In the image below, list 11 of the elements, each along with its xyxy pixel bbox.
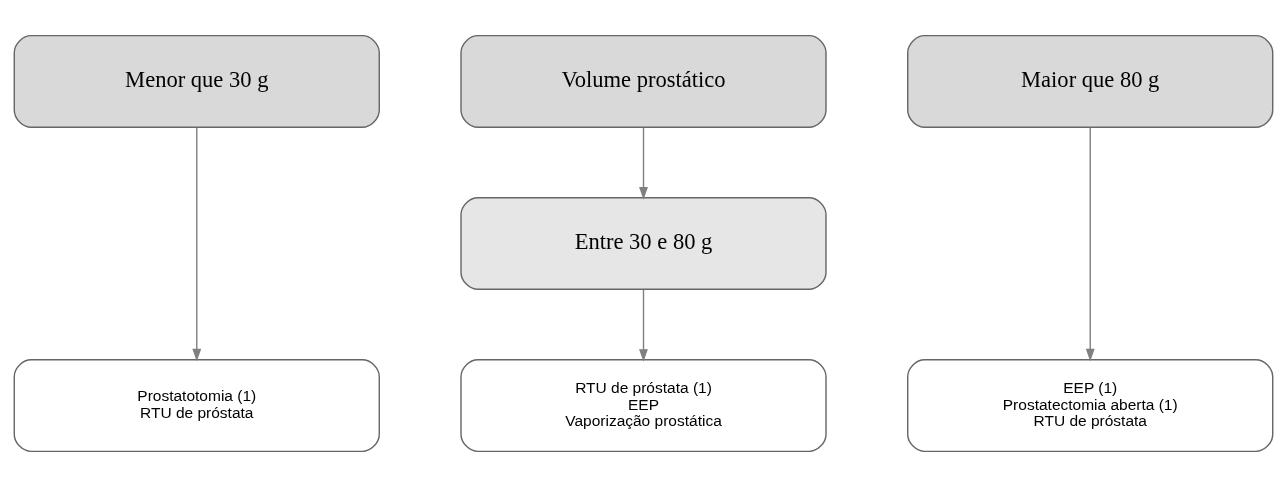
- node-box: Maior que 80 g: [907, 34, 1274, 128]
- node-box: Entre 30 e 80 g: [460, 197, 827, 290]
- node-box: Volume prostático: [460, 34, 827, 128]
- node-box: Prostatotomia (1) RTU de próstata: [13, 359, 380, 453]
- node-box: EEP (1) Prostatectomia aberta (1) RTU de próstata: [907, 359, 1274, 453]
- arrow: [639, 126, 648, 200]
- node-box: Menor que 30 g: [13, 34, 380, 128]
- arrow: [639, 289, 648, 362]
- arrow: [192, 126, 202, 362]
- node-box: RTU de próstata (1) EEP Vaporização prostática: [460, 359, 827, 453]
- arrow: [1085, 126, 1095, 362]
